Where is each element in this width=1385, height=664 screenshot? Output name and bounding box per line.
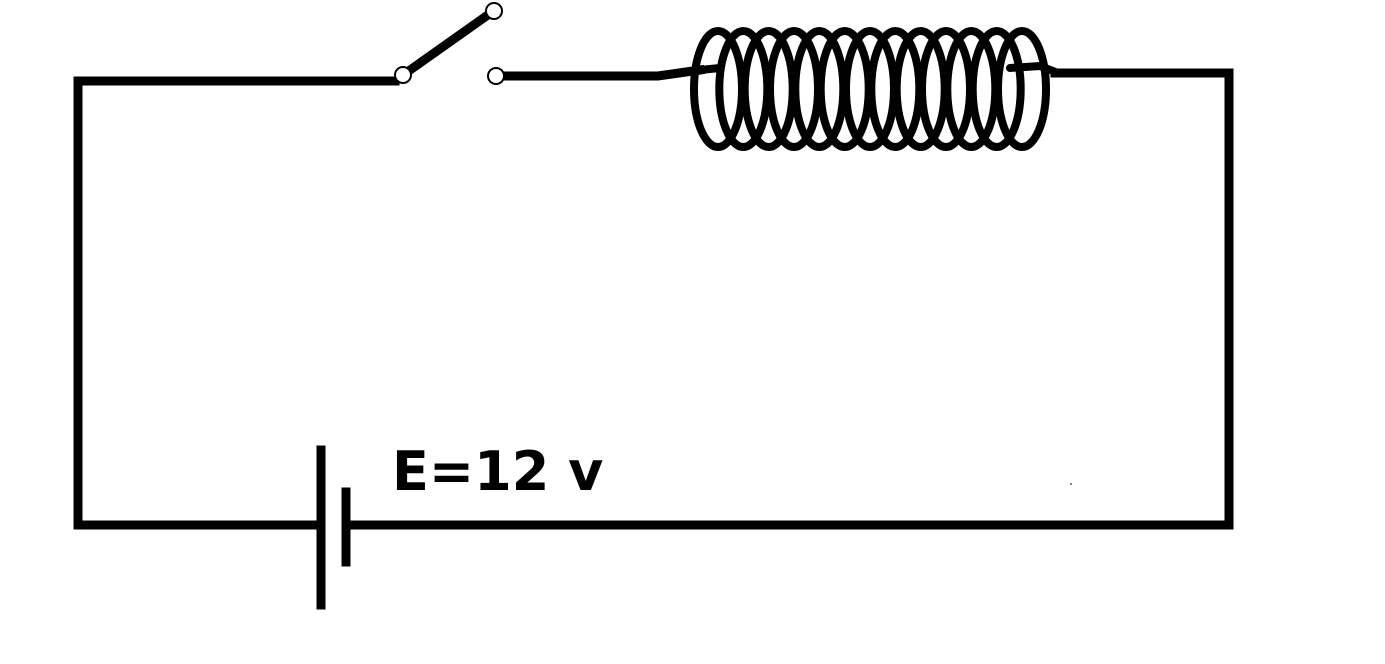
switch bbox=[394, 2, 505, 85]
wire-bottom-right bbox=[341, 68, 1234, 530]
switch-blade bbox=[396, 5, 499, 82]
wire-switch-to-coil bbox=[498, 64, 706, 81]
switch-terminal-pivot bbox=[394, 66, 412, 84]
battery-emf-label: E=12 v bbox=[392, 440, 603, 503]
switch-terminal-contact bbox=[487, 67, 505, 85]
stray-dot bbox=[1070, 483, 1072, 485]
coil-loop bbox=[994, 27, 1050, 151]
coil-lead-out bbox=[1006, 62, 1062, 77]
switch-terminal-tip bbox=[485, 2, 503, 20]
coil-lead-in bbox=[696, 64, 724, 74]
coil-loop bbox=[968, 27, 1025, 151]
wire-left-top bbox=[73, 76, 400, 530]
wires bbox=[73, 64, 1234, 530]
battery: E=12 v bbox=[316, 440, 603, 610]
inductor-coil bbox=[690, 27, 1062, 151]
